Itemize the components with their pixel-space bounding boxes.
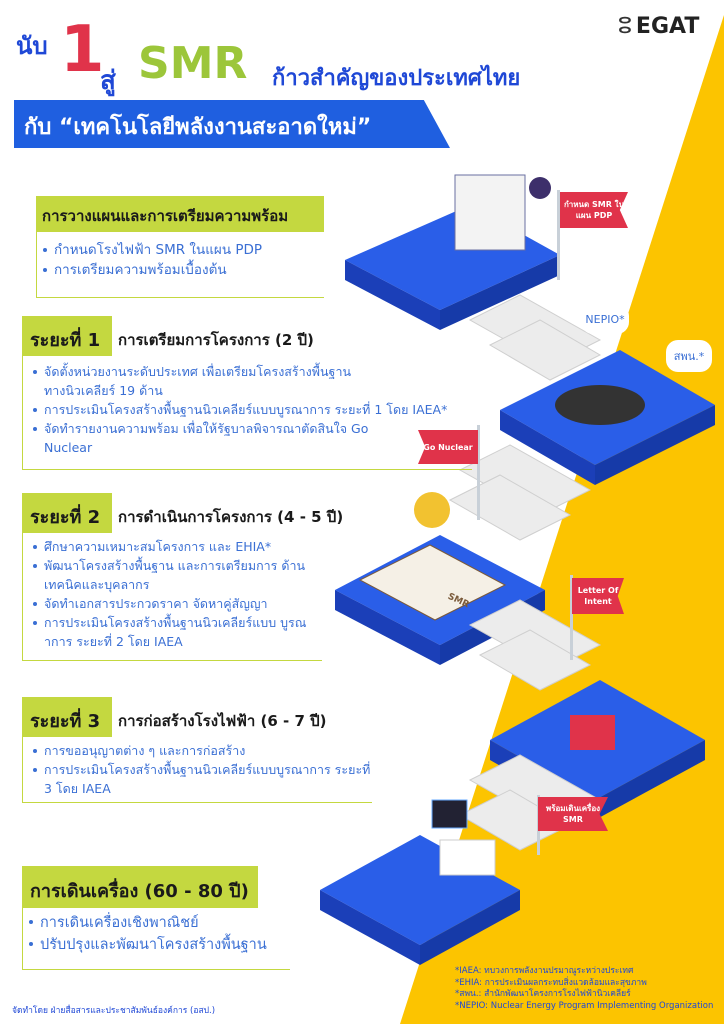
list-item: การขออนุญาตต่าง ๆ และการก่อสร้าง — [31, 741, 371, 760]
phase1-label: ระยะที่ 1 — [22, 316, 112, 356]
monitor-illustration — [431, 799, 468, 829]
list-item: ปรับปรุงและพัฒนาโครงสร้างพื้นฐาน — [27, 934, 290, 956]
phase1-content: จัดตั้งหน่วยงานระดับประเทศ เพื่อเตรียมโค… — [22, 356, 472, 470]
flag-pole — [557, 190, 560, 280]
footnote: *IAEA: ทบวงการพลังงานปรมาณูระหว่างประเทศ — [455, 966, 634, 976]
list-item: การประเมินโครงสร้างพื้นฐานนิวเคลียร์แบบ … — [31, 613, 311, 651]
egat-emblem-icon: ⵓ — [618, 14, 632, 39]
phase3-content: การขออนุญาตต่าง ๆ และการก่อสร้าง การประเ… — [22, 737, 372, 803]
flag-pdp: กำหนด SMR ในแผน PDP — [560, 192, 628, 228]
list-item: กำหนดโรงไฟฟ้า SMR ในแผน PDP — [41, 240, 324, 260]
lightbulb-icon — [414, 492, 450, 528]
egat-logo: ⵓ EGAT — [618, 14, 700, 39]
flag-go-nuclear: Go Nuclear — [418, 430, 478, 464]
bubble-nepio: NEPIO* — [581, 304, 629, 334]
title-prefix: นับ — [16, 32, 48, 60]
planning-content: กำหนดโรงไฟฟ้า SMR ในแผน PDP การเตรียมควา… — [36, 232, 324, 298]
bubble-spn: สพน.* — [666, 340, 712, 372]
list-item: พัฒนาโครงสร้างพื้นฐาน และการเตรียมการ ด้… — [31, 556, 311, 594]
flag-pole — [477, 425, 480, 520]
phase1-title: การเตรียมการโครงการ (2 ปี) — [118, 331, 314, 349]
list-item: จัดทำเอกสารประกวดราคา จัดหาคู่สัญญา — [31, 594, 311, 613]
list-item: การประเมินโครงสร้างพื้นฐานนิวเคลียร์แบบบ… — [31, 400, 481, 419]
control-desk-illustration — [439, 839, 496, 876]
footnote: *สพน.: สำนักพัฒนาโครงการโรงไฟฟ้านิวเคลีย… — [455, 989, 631, 999]
phase2-title: การดำเนินการโครงการ (4 - 5 ปี) — [118, 508, 344, 526]
flag-ready: พร้อมเดินเครื่อง SMR — [538, 797, 608, 831]
list-item: การประเมินโครงสร้างพื้นฐานนิวเคลียร์แบบบ… — [31, 760, 371, 798]
list-item: จัดทำรายงานความพร้อม เพื่อให้รัฐบาลพิจาร… — [31, 419, 371, 457]
phase3-title: การก่อสร้างโรงไฟฟ้า (6 - 7 ปี) — [118, 712, 327, 730]
smr-blueprint-illustration — [358, 544, 507, 621]
phase2-label: ระยะที่ 2 — [22, 493, 112, 533]
phase3-label: ระยะที่ 3 — [22, 697, 112, 737]
credit: จัดทำโดย ฝ่ายสื่อสารและประชาสัมพันธ์องค์… — [12, 1006, 216, 1016]
list-item: การเดินเครื่องเชิงพาณิชย์ — [27, 912, 290, 934]
meeting-table-illustration — [555, 385, 645, 425]
list-item: ศึกษาความเหมาะสมโครงการ และ EHIA* — [31, 537, 311, 556]
title-smr: SMR — [138, 38, 248, 89]
subtitle-banner: กับ “เทคโนโลยีพลังงานสะอาดใหม่” — [14, 100, 450, 148]
building-blocks-illustration — [570, 715, 615, 750]
operation-content: การเดินเครื่องเชิงพาณิชย์ ปรับปรุงและพัฒ… — [22, 908, 290, 970]
subtitle: กับ “เทคโนโลยีพลังงานสะอาดใหม่” — [24, 115, 372, 140]
phase2-content: ศึกษาความเหมาะสมโครงการ และ EHIA* พัฒนาโ… — [22, 533, 322, 661]
footnote: *NEPIO: Nuclear Energy Program Implement… — [455, 1000, 714, 1011]
planning-title: การวางแผนและการเตรียมความพร้อม — [36, 196, 324, 232]
operation-title: การเดินเครื่อง (60 - 80 ปี) — [22, 866, 258, 908]
title-suffix: ก้าวสำคัญของประเทศไทย — [272, 66, 521, 91]
footnote: *EHIA: การประเมินผลกระทบสิ่งแวดล้อมและสุ… — [455, 977, 647, 988]
footnotes: *IAEA: ทบวงการพลังงานปรมาณูระหว่างประเทศ… — [455, 966, 713, 1012]
flag-pole — [570, 575, 573, 660]
calendar-board-illustration — [454, 174, 526, 251]
title-number: 1 — [60, 13, 105, 87]
list-item: การเตรียมความพร้อมเบื้องต้น — [41, 260, 324, 280]
flag-letter-of-intent: Letter Of Intent — [572, 578, 624, 614]
list-item: จัดตั้งหน่วยงานระดับประเทศ เพื่อเตรียมโค… — [31, 362, 371, 400]
title-to: สู่ — [100, 66, 116, 96]
clock-icon — [529, 177, 551, 199]
